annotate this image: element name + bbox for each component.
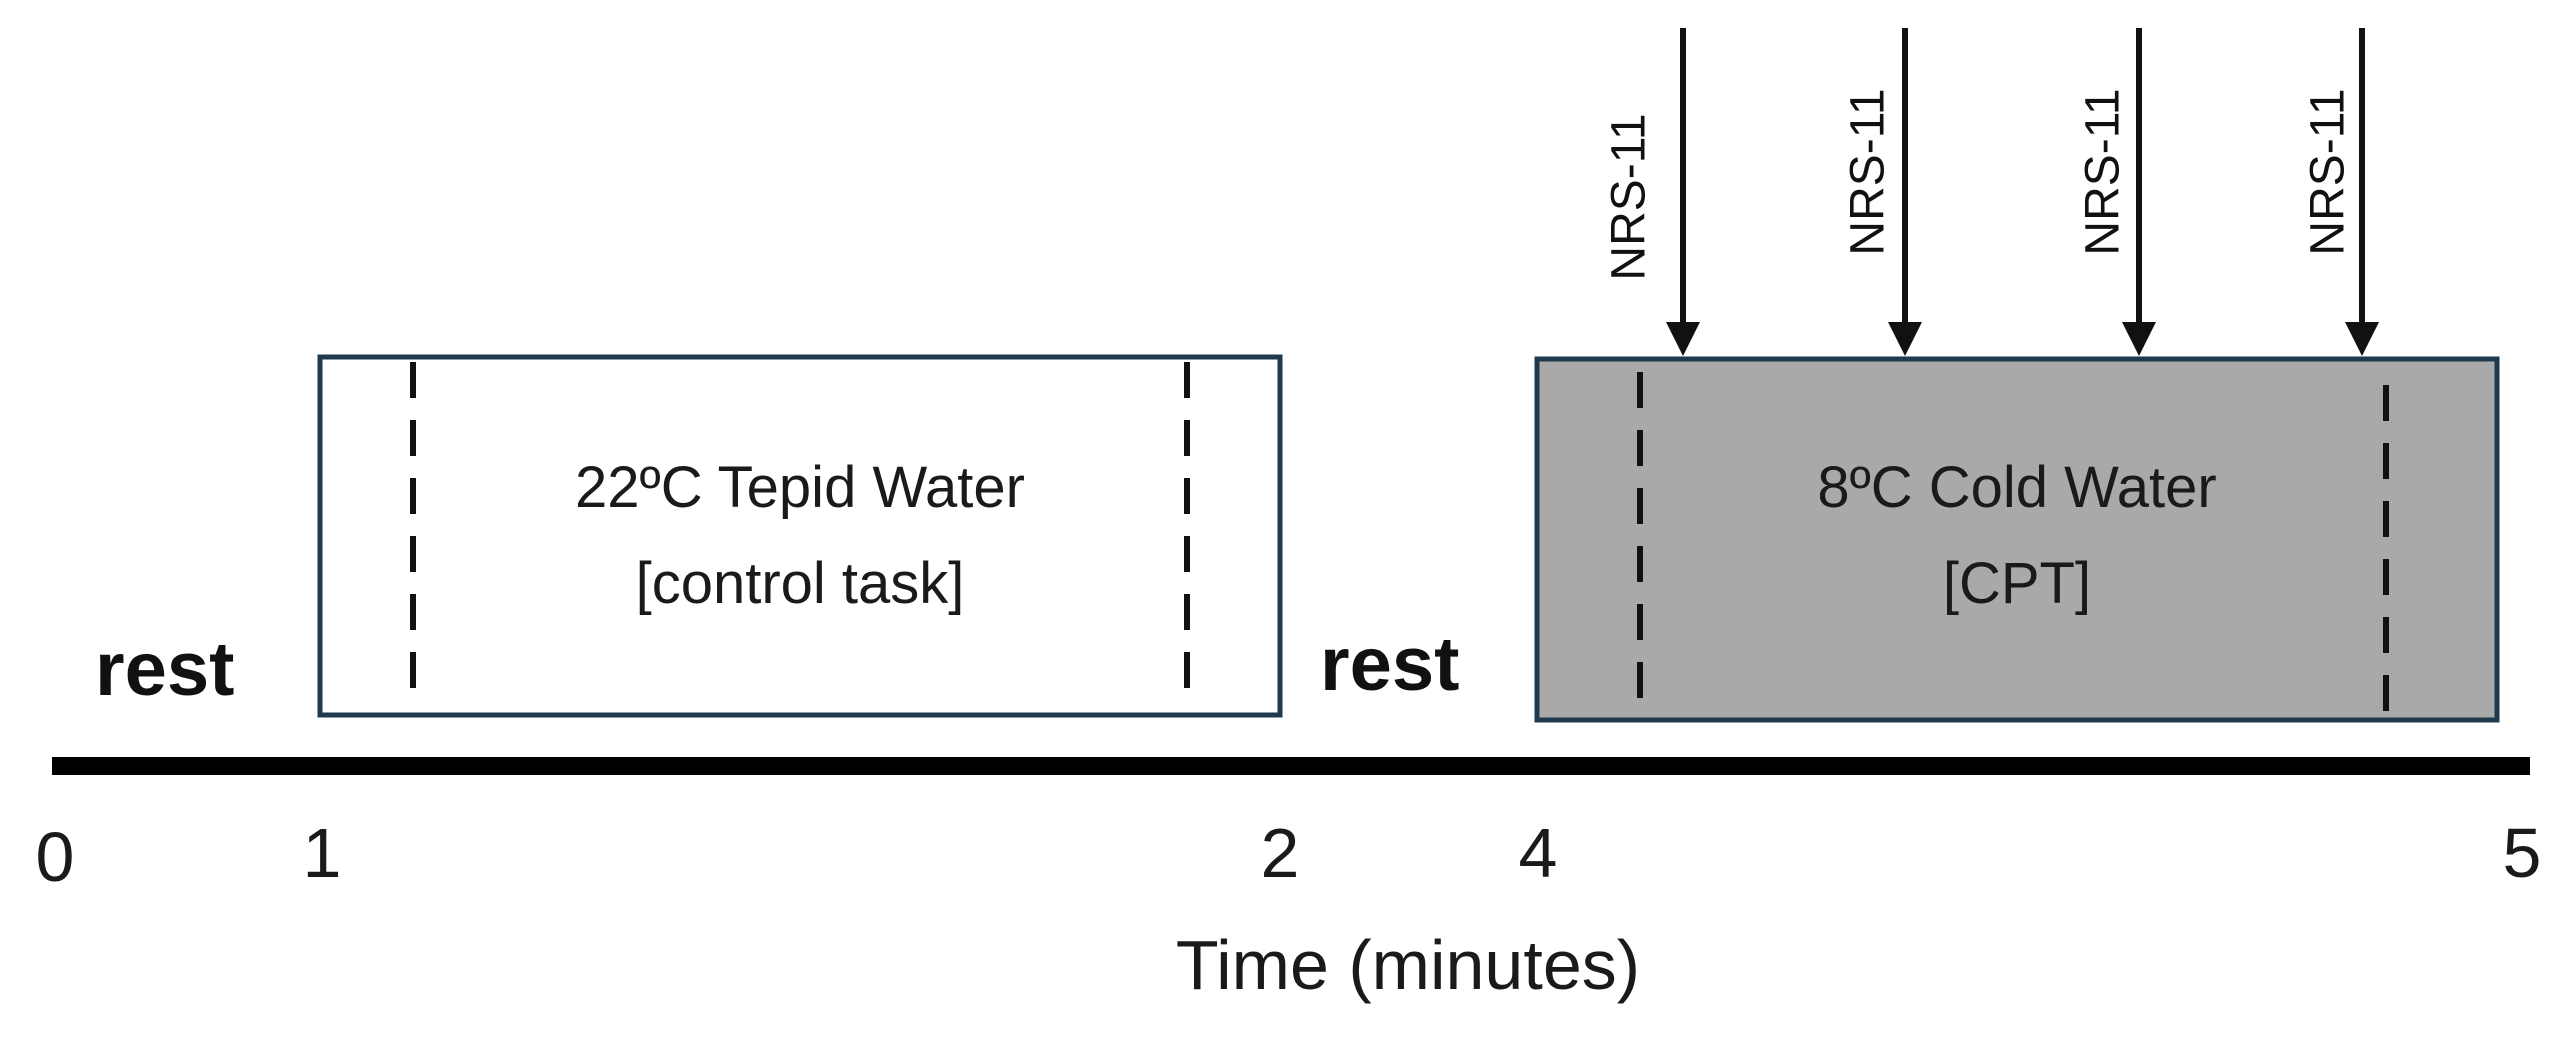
tick-label-0: 0 xyxy=(35,818,75,896)
tick-label-4: 4 xyxy=(1518,814,1558,892)
rest-label-1: rest xyxy=(95,627,235,712)
time-axis-line xyxy=(52,757,2530,775)
tepid-water-title: 22ºC Tepid Water xyxy=(575,455,1025,520)
tepid-water-subtitle: [control task] xyxy=(635,550,965,616)
tick-label-5: 5 xyxy=(2502,814,2542,892)
nrs-arrow-2-head xyxy=(1888,322,1922,356)
cold-water-subtitle: [CPT] xyxy=(1942,550,2092,616)
nrs-label-2: NRS-11 xyxy=(1841,88,1895,256)
nrs-label-3: NRS-11 xyxy=(2076,88,2130,256)
axis-title: Time (minutes) xyxy=(1175,926,1641,1004)
cold-water-title: 8ºC Cold Water xyxy=(1817,455,2217,520)
nrs-arrow-4-head xyxy=(2345,322,2379,356)
nrs-arrow-3-head xyxy=(2122,322,2156,356)
nrs-label-4: NRS-11 xyxy=(2301,88,2355,256)
nrs-arrows xyxy=(1666,28,2379,356)
cold-water-box xyxy=(1534,356,2500,723)
tepid-water-box xyxy=(317,354,1283,718)
nrs-label-1: NRS-11 xyxy=(1602,113,1656,281)
nrs-arrow-1-head xyxy=(1666,322,1700,356)
rest-label-2: rest xyxy=(1320,622,1460,707)
tick-label-1: 1 xyxy=(302,814,342,892)
tick-label-2: 2 xyxy=(1260,814,1300,892)
cold-water-label: 8ºC Cold Water [CPT] xyxy=(1817,440,2216,631)
tepid-water-label: 22ºC Tepid Water [control task] xyxy=(575,440,1025,631)
